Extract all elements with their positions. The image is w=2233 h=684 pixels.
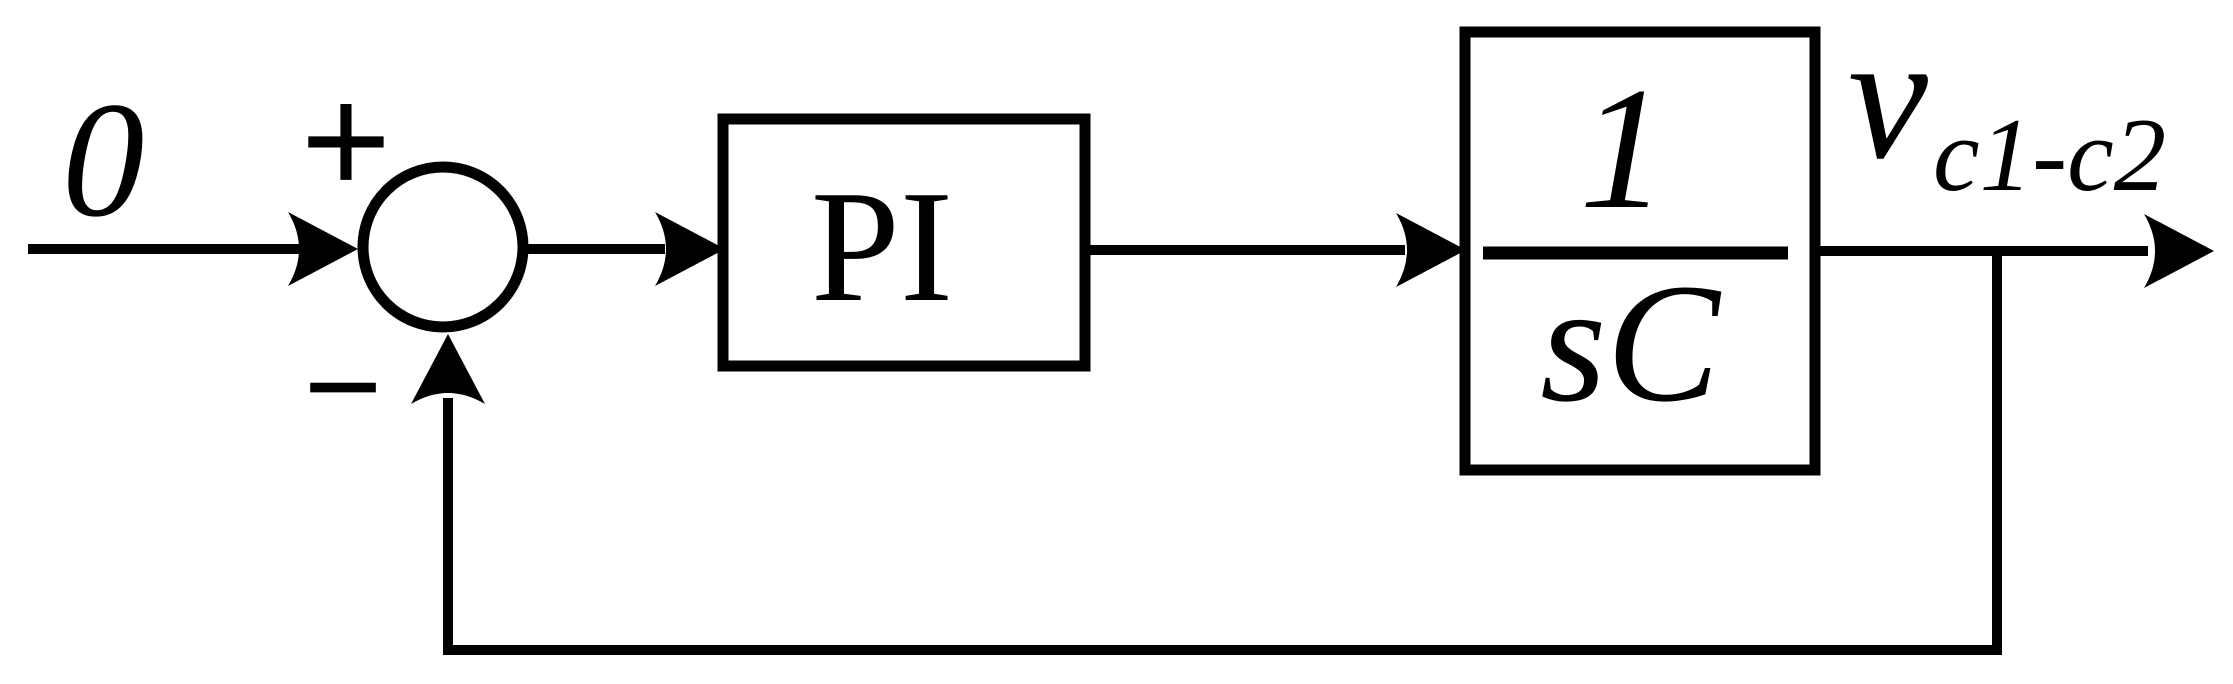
input-arrowhead (288, 212, 358, 286)
pi-controller-block (717, 113, 1091, 372)
feedback-arrowhead (411, 334, 485, 404)
integrator-denominator-label: sC (1540, 249, 1721, 437)
output-label-subscript: c1-c2 (1933, 96, 2166, 213)
output-arrowhead (2144, 214, 2214, 288)
reference-input-label: 0 (62, 68, 145, 251)
control-arrowhead (1396, 213, 1466, 287)
summing-junction-circle (357, 161, 529, 333)
output-label-base: v (1848, 0, 1928, 196)
error-arrowhead (655, 212, 725, 286)
pi-controller-label: PI (811, 157, 953, 335)
integrator-numerator-label: 1 (1579, 51, 1667, 245)
minus-sign-label: − (304, 311, 383, 462)
